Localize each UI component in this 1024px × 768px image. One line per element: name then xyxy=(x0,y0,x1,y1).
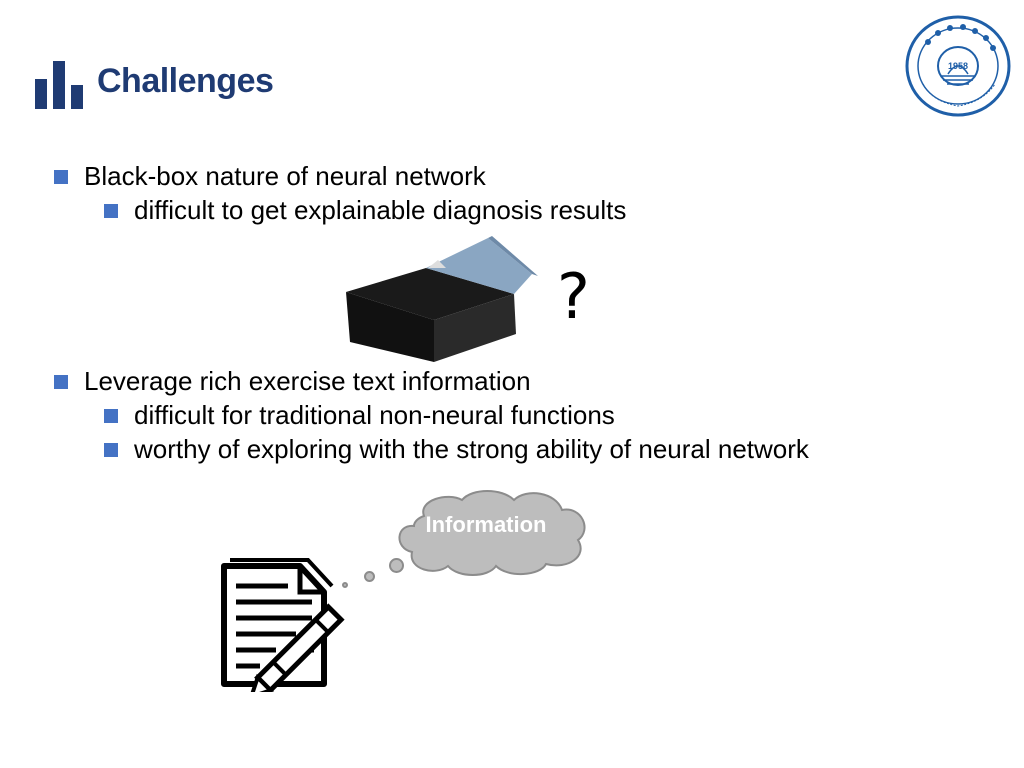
thought-dot xyxy=(342,582,348,588)
bullet-square-icon xyxy=(54,375,68,389)
cloud-label: Information xyxy=(425,512,547,537)
slide-title: Challenges xyxy=(97,62,274,100)
bullet-square-icon xyxy=(104,204,118,218)
black-box-icon xyxy=(346,236,538,362)
logo-year: 1958 xyxy=(948,61,968,71)
university-logo: 1958 xyxy=(905,15,1011,117)
bullet-square-icon xyxy=(104,409,118,423)
bullet-square-icon xyxy=(104,443,118,457)
thought-cloud-icon xyxy=(398,490,586,576)
thought-dot xyxy=(364,571,375,582)
document-pen-icon xyxy=(221,558,345,692)
bar-chart-icon xyxy=(35,61,83,109)
bullet-square-icon xyxy=(54,170,68,184)
thought-dot xyxy=(389,558,404,573)
question-mark: ? xyxy=(557,260,590,333)
